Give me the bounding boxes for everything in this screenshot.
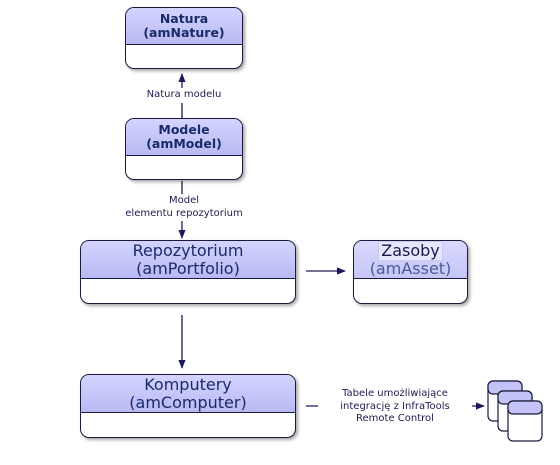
entity-model-table: (amModel) bbox=[146, 136, 222, 151]
entity-computer-table: (amComputer) bbox=[129, 392, 247, 412]
link-label-computer-tables-line2: integrację z InfraTools bbox=[340, 400, 450, 412]
entity-computer-header: Komputery (amComputer) bbox=[81, 375, 295, 413]
entity-asset-header: Zasoby (amAsset) bbox=[354, 241, 467, 279]
link-label-model-nature-text: Natura modelu bbox=[146, 89, 222, 100]
entity-model-header: Modele (amModel) bbox=[126, 119, 242, 156]
link-label-computer-tables-line1: Tabele umożliwiające bbox=[342, 388, 448, 399]
entity-asset-table: (amAsset) bbox=[369, 258, 452, 278]
entity-nature-title: Natura bbox=[159, 11, 209, 26]
entity-computer: Komputery (amComputer) bbox=[80, 374, 296, 438]
entity-asset-title: Zasoby bbox=[378, 240, 443, 261]
entity-model-title: Modele bbox=[158, 122, 210, 137]
entity-asset: Zasoby (amAsset) bbox=[353, 240, 468, 304]
link-label-model-portfolio: Model elementu repozytorium bbox=[107, 194, 261, 221]
entity-portfolio-table: (amPortfolio) bbox=[136, 258, 240, 278]
link-label-computer-tables-line3: Remote Control bbox=[356, 413, 434, 424]
stacked-tables-icon bbox=[487, 380, 543, 442]
entity-computer-title: Komputery bbox=[144, 374, 232, 394]
link-label-computer-tables: Tabele umożliwiające integrację z InfraT… bbox=[318, 387, 472, 427]
entity-portfolio-title: Repozytorium bbox=[132, 240, 244, 260]
entity-model: Modele (amModel) bbox=[125, 118, 243, 180]
link-label-model-portfolio-line2: elementu repozytorium bbox=[125, 207, 243, 219]
entity-nature-header: Natura (amNature) bbox=[126, 8, 242, 45]
entity-nature: Natura (amNature) bbox=[125, 7, 243, 69]
link-label-model-nature: Natura modelu bbox=[136, 88, 232, 103]
entity-portfolio: Repozytorium (amPortfolio) bbox=[80, 240, 296, 304]
link-label-model-portfolio-line1: Model bbox=[168, 195, 200, 206]
entity-nature-table: (amNature) bbox=[143, 25, 225, 40]
entity-portfolio-header: Repozytorium (amPortfolio) bbox=[81, 241, 295, 279]
